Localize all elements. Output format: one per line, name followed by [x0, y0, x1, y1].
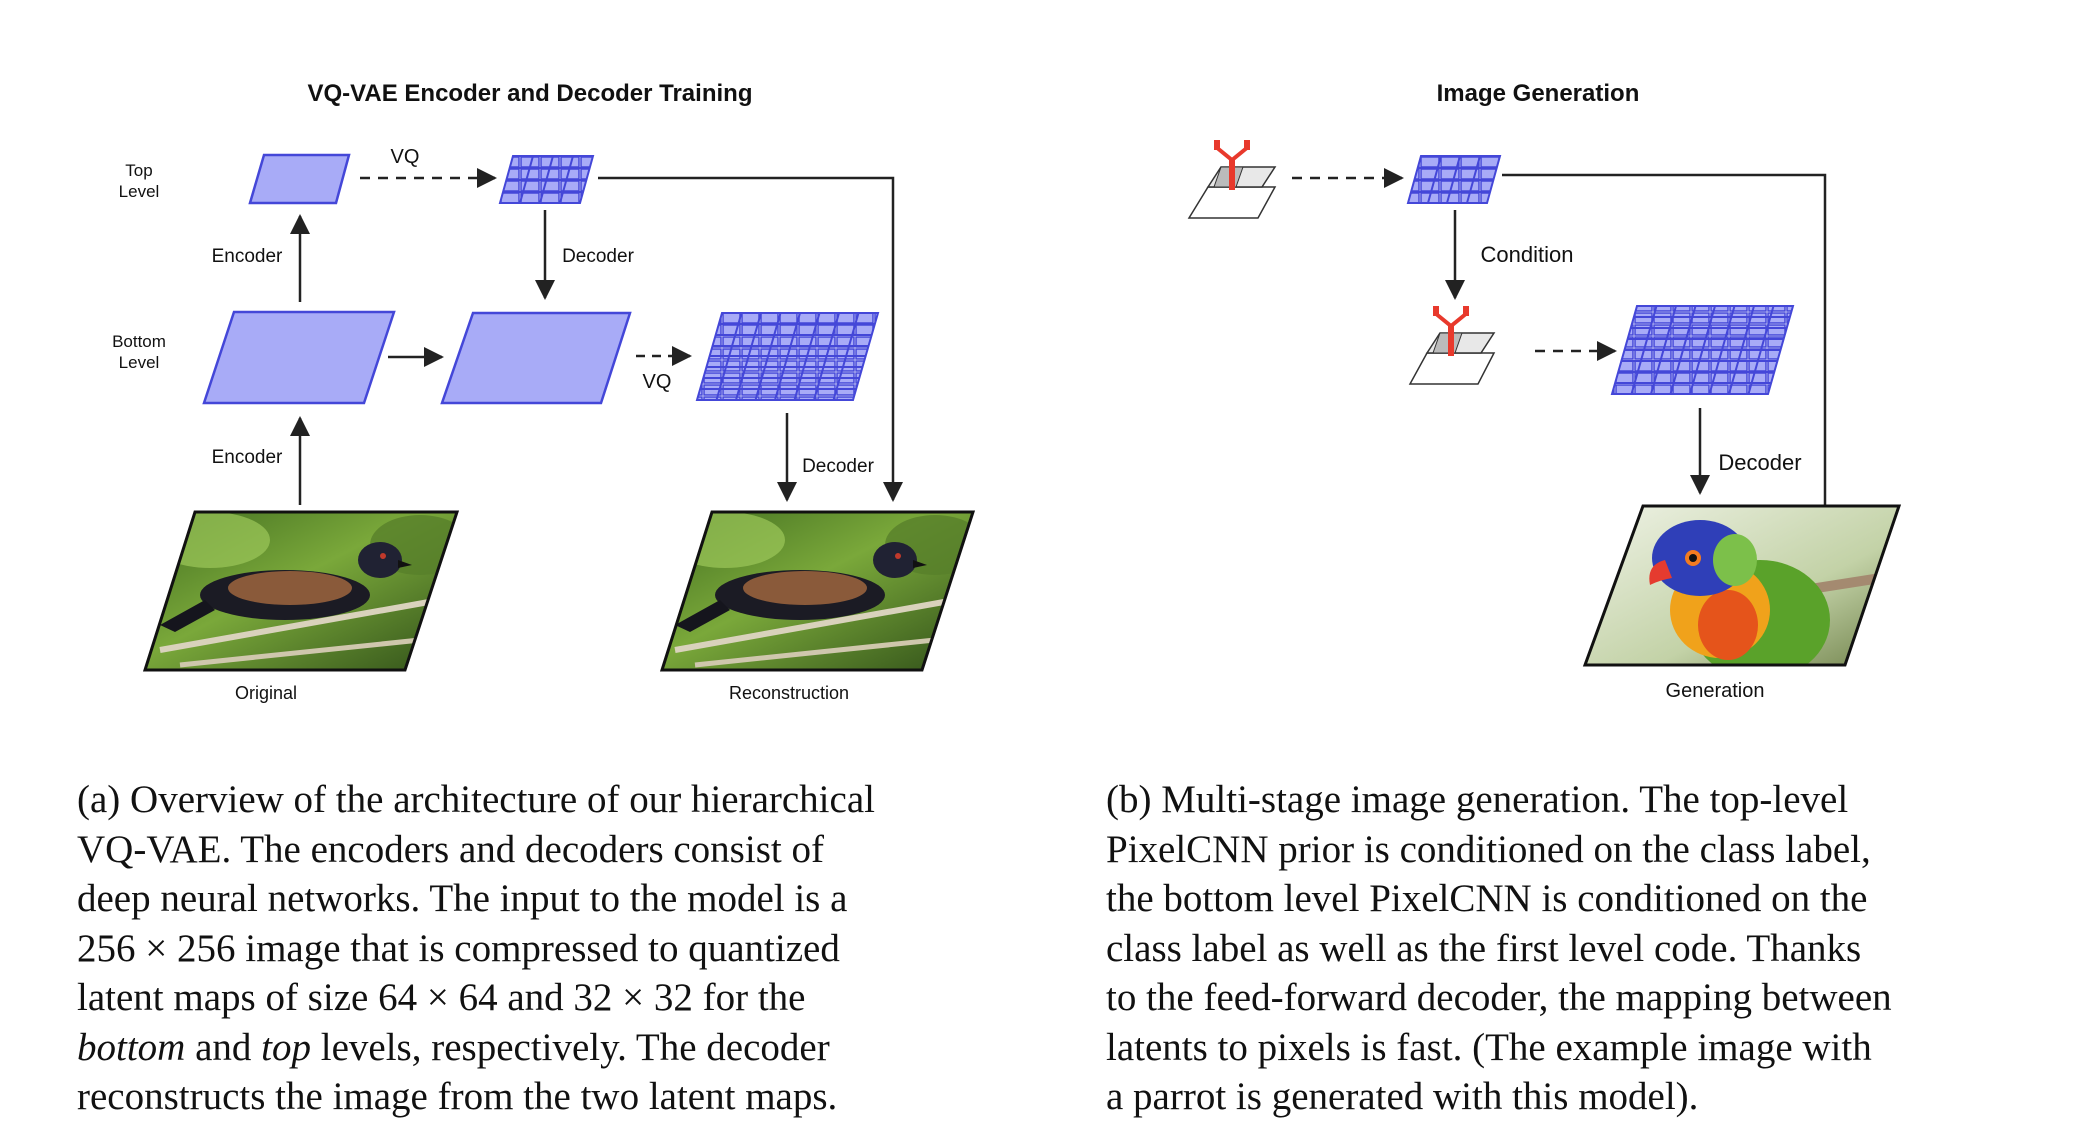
caption-b-line: PixelCNN prior is conditioned on the cla…: [1106, 827, 1871, 871]
encoder-lower-label: Encoder: [212, 447, 283, 468]
caption-a-italic-bottom: bottom: [77, 1025, 186, 1069]
condition-label: Condition: [1481, 242, 1574, 267]
caption-a-text: and: [185, 1025, 262, 1069]
top-feature-map: [248, 153, 351, 205]
generated-bottom-code: [1610, 305, 1795, 395]
combined-feature-map: [440, 311, 632, 405]
generated-parrot-image: [1582, 504, 1902, 667]
decoder-mid-label: Decoder: [562, 246, 634, 267]
panel-b-title: Image Generation: [1437, 80, 1640, 107]
caption-a-text: levels, respectively. The decoder: [311, 1025, 830, 1069]
original-label: Original: [235, 683, 297, 703]
bottom-latent-code: [695, 312, 880, 401]
encoder-upper-label: Encoder: [212, 246, 283, 267]
caption-a-line: 256 × 256 image that is compressed to qu…: [77, 926, 840, 970]
caption-a-line: bottom and top levels, respectively. The…: [77, 1023, 977, 1073]
caption-b-line: (b) Multi-stage image generation. The to…: [1106, 778, 1849, 821]
top-latent-code: [498, 155, 595, 204]
caption-a-line: (a) Overview of the architecture of our …: [77, 778, 875, 821]
caption-a: (a) Overview of the architecture of our …: [77, 775, 977, 1122]
caption-b-line: latents to pixels is fast. (The example …: [1106, 1025, 1872, 1069]
decoder-bottom-label: Decoder: [802, 456, 874, 477]
top-level-label-line2: Level: [119, 182, 160, 201]
panel-b: Image Generation Condition: [1187, 80, 1902, 702]
bottom-pixelcnn-prior: [1408, 306, 1496, 385]
caption-b-line: class label as well as the first level c…: [1106, 926, 1862, 970]
top-code-to-decoder-line: [598, 176, 903, 502]
caption-a-line: reconstructs the image from the two late…: [77, 1075, 838, 1118]
top-code-to-generation-line: [1502, 173, 1827, 507]
generated-top-code: [1406, 155, 1502, 204]
top-pixelcnn-prior: [1187, 140, 1277, 219]
caption-a-line: deep neural networks. The input to the m…: [77, 877, 848, 920]
reconstruction-image: [659, 510, 976, 672]
caption-b-line: a parrot is generated with this model).: [1106, 1075, 1699, 1118]
caption-b: (b) Multi-stage image generation. The to…: [1106, 775, 2001, 1122]
caption-b-line: to the feed-forward decoder, the mapping…: [1106, 976, 1892, 1019]
caption-a-line: latent maps of size 64 × 64 and 32 × 32 …: [77, 976, 806, 1019]
generation-label: Generation: [1666, 680, 1765, 702]
bottom-feature-map: [202, 310, 396, 405]
panel-a: VQ-VAE Encoder and Decoder Training Top …: [112, 80, 976, 703]
bottom-level-label-line2: Level: [119, 353, 160, 372]
bottom-level-label-line1: Bottom: [112, 332, 166, 351]
reconstruction-label: Reconstruction: [729, 683, 849, 703]
architecture-figure: VQ-VAE Encoder and Decoder Training Top …: [112, 80, 1902, 703]
vq-bottom-label: VQ: [643, 371, 672, 393]
caption-a-line: VQ-VAE. The encoders and decoders consis…: [77, 827, 824, 871]
caption-a-italic-top: top: [261, 1025, 311, 1069]
caption-b-line: the bottom level PixelCNN is conditioned…: [1106, 877, 1868, 920]
panel-a-title: VQ-VAE Encoder and Decoder Training: [308, 80, 753, 107]
generation-decoder-label: Decoder: [1718, 450, 1801, 475]
top-level-label-line1: Top: [125, 161, 152, 180]
original-image: [142, 510, 460, 672]
vq-top-label: VQ: [391, 146, 420, 168]
